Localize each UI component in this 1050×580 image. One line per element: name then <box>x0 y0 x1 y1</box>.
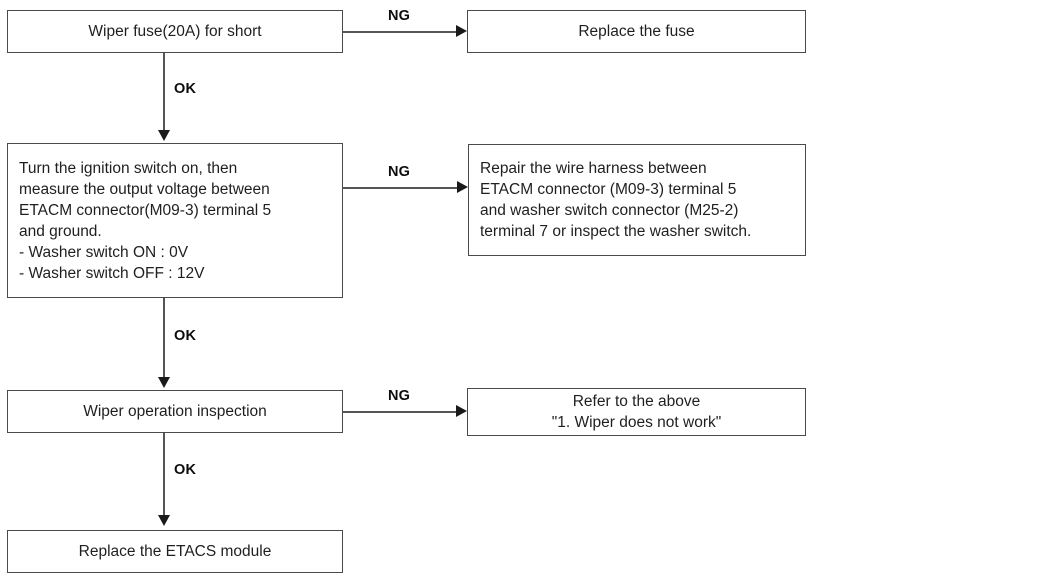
arrowhead-repair-harness <box>457 180 468 193</box>
arrowhead-replace-etacs <box>157 515 170 526</box>
node-replace-etacs[interactable]: Replace the ETACS module <box>7 530 343 573</box>
node-wiper-operation-line-0: Wiper operation inspection <box>83 403 267 420</box>
node-refer-above[interactable]: Refer to the above "1. Wiper does not wo… <box>467 388 806 436</box>
node-voltage-measure[interactable]: Turn the ignition switch on, then measur… <box>7 143 343 298</box>
arrowhead-refer-above <box>456 404 467 417</box>
connector-wiper-op-to-refer <box>343 411 457 413</box>
node-repair-harness-line-1: ETACM connector (M09-3) terminal 5 <box>480 181 737 198</box>
node-repair-harness[interactable]: Repair the wire harness between ETACM co… <box>468 144 806 256</box>
connector-voltage-to-repair <box>343 187 458 189</box>
node-repair-harness-line-2: and washer switch connector (M25-2) <box>480 202 739 219</box>
node-refer-above-line-1: "1. Wiper does not work" <box>551 414 722 431</box>
node-replace-fuse[interactable]: Replace the fuse <box>467 10 806 53</box>
edge-label-ok-3: OK <box>174 462 197 478</box>
edge-label-ok-2: OK <box>174 328 197 344</box>
node-wiper-operation[interactable]: Wiper operation inspection <box>7 390 343 433</box>
edge-label-ng-3: NG <box>388 388 411 404</box>
node-voltage-measure-line-5: - Washer switch OFF : 12V <box>19 264 205 282</box>
connector-fuse-to-replace-fuse <box>343 31 457 33</box>
node-repair-harness-line-0: Repair the wire harness between <box>480 160 707 177</box>
node-voltage-measure-line-2: ETACM connector(M09-3) terminal 5 <box>19 201 272 219</box>
node-refer-above-line-0: Refer to the above <box>572 393 701 410</box>
node-replace-etacs-line-0: Replace the ETACS module <box>78 543 272 560</box>
edge-label-ok-1: OK <box>174 81 197 97</box>
edge-label-ng-2: NG <box>388 164 411 180</box>
arrowhead-voltage-measure <box>157 130 170 141</box>
node-voltage-measure-line-0: Turn the ignition switch on, then <box>19 159 238 177</box>
connector-voltage-to-wiper-op <box>163 298 165 378</box>
node-voltage-measure-line-4: - Washer switch ON : 0V <box>19 243 189 261</box>
node-voltage-measure-line-1: measure the output voltage between <box>19 180 270 198</box>
edge-label-ng-1: NG <box>388 8 411 24</box>
node-repair-harness-line-3: terminal 7 or inspect the washer switch. <box>480 223 752 240</box>
node-fuse-check-line-0: Wiper fuse(20A) for short <box>88 23 262 40</box>
node-fuse-check[interactable]: Wiper fuse(20A) for short <box>7 10 343 53</box>
connector-fuse-to-voltage <box>163 53 165 131</box>
node-replace-fuse-line-0: Replace the fuse <box>578 23 695 40</box>
node-voltage-measure-line-3: and ground. <box>19 222 102 240</box>
connector-wiper-op-to-replace-etacs <box>163 433 165 516</box>
arrowhead-wiper-operation <box>157 377 170 388</box>
arrowhead-replace-fuse <box>456 24 467 37</box>
